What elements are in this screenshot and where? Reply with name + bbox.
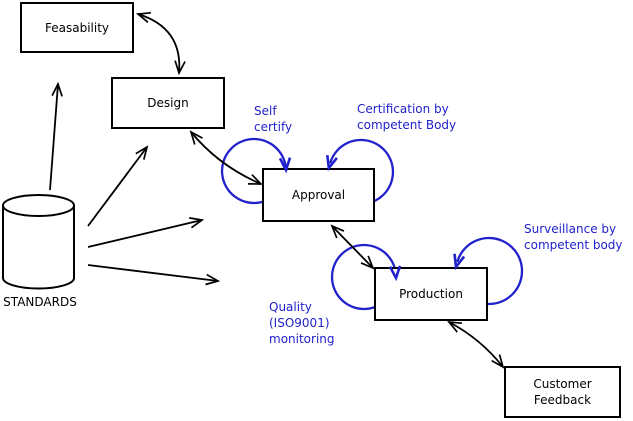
arrow-standards-approval [87,220,202,248]
node-production-label: Production [399,287,463,301]
node-customer-feedback-label: Customer Feedback [533,377,592,407]
node-customer-feedback: Customer Feedback [504,366,621,418]
node-feasability-label: Feasability [44,20,109,35]
node-production: Production [374,267,488,321]
arrow-approval-production [332,226,373,268]
standards-label: STANDARDS [3,295,77,309]
node-approval: Approval [262,168,375,222]
arrow-feasability-design [138,14,179,73]
standards-cylinder [2,194,75,290]
annotation-certification: Certification by competent Body [357,102,457,132]
certification-arrowhead-icon [326,154,338,172]
arrow-standards-design [87,147,147,227]
surveillance-arrowhead-icon [453,253,466,271]
node-design-label: Design [147,96,189,110]
node-design: Design [111,77,225,129]
arrow-design-approval [191,132,261,184]
arrow-production-customer-feedback [449,322,503,367]
annotation-surveillance: Surveillance by competent body [524,222,623,252]
arrow-standards-feasability [49,84,58,191]
annotation-self-certify: Self certify [254,104,293,134]
node-feasability: Feasability [20,2,134,53]
node-approval-label: Approval [291,188,346,202]
annotation-quality: Quality (ISO9001) monitoring [269,300,335,346]
arrow-standards-production [87,264,218,281]
